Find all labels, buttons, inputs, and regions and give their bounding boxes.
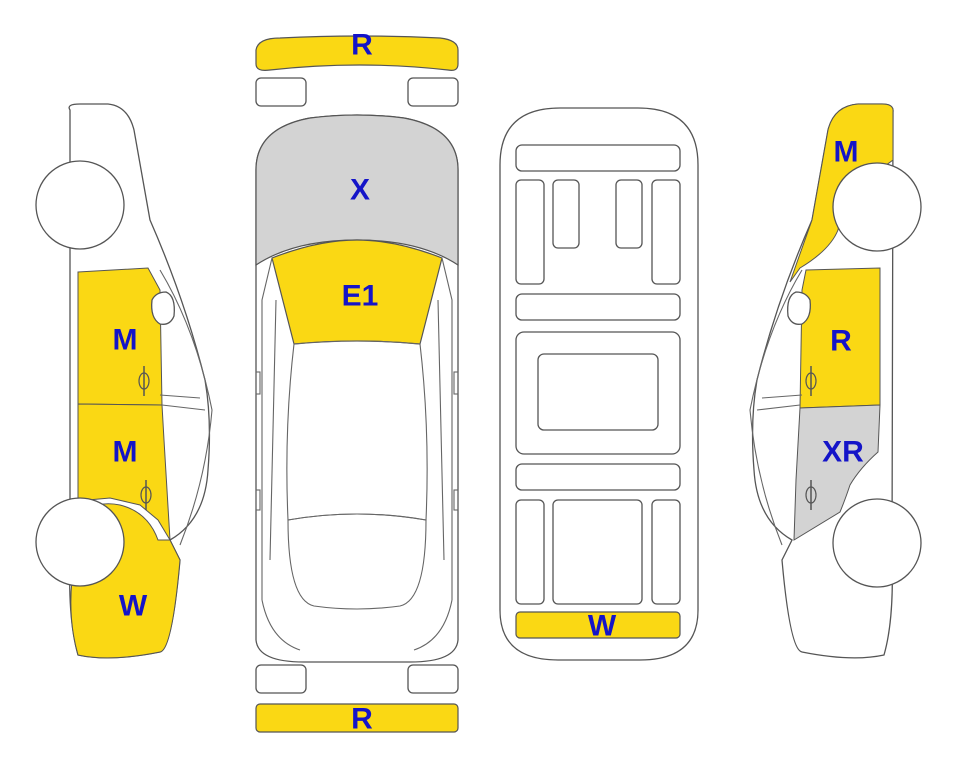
left-window-divider	[159, 394, 206, 411]
front-right-seat	[615, 179, 643, 249]
right-front-fender-label: M	[834, 136, 859, 169]
hood-panel	[255, 114, 459, 267]
center-panel	[537, 353, 659, 431]
rear-panel-label: W	[588, 610, 617, 643]
rear-panel	[515, 611, 681, 639]
right-top-mirror	[453, 371, 459, 395]
left-front-door-label: M	[113, 324, 138, 357]
right-rear-door-label: XR	[822, 436, 864, 469]
front-left-light	[255, 77, 307, 107]
hood-label: X	[350, 174, 370, 207]
right-front-door-handle	[805, 366, 817, 396]
right-side-window	[749, 269, 803, 546]
left-top-rear-handle	[255, 489, 261, 511]
rear-left-compartment	[515, 499, 545, 605]
left-side-window	[159, 269, 213, 546]
right-window-divider	[756, 394, 803, 411]
left-pillar-lines	[261, 257, 301, 651]
underbody-view: W	[499, 107, 699, 661]
right-mirror	[787, 291, 811, 325]
rear-bumper-label: R	[351, 703, 373, 736]
left-rear-wheel	[35, 497, 125, 587]
front-right-light	[407, 77, 459, 107]
front-bumper	[255, 35, 459, 71]
left-rear-door-label: M	[113, 436, 138, 469]
front-left-seat	[552, 179, 580, 249]
right-pillar-lines	[413, 257, 453, 651]
front-left-compartment	[515, 179, 545, 285]
left-rear-quarter-label: W	[119, 590, 148, 623]
right-side-view: M R XR	[749, 103, 922, 659]
left-front-wheel	[35, 160, 125, 250]
left-top-mirror	[255, 371, 261, 395]
rear-bar	[515, 463, 681, 491]
left-front-door-handle	[138, 366, 150, 396]
rear-bumper	[255, 703, 459, 733]
front-bumper-label: R	[351, 29, 373, 62]
left-mirror	[151, 291, 175, 325]
right-rear-door-handle	[805, 480, 817, 510]
left-side-view: M M W	[35, 103, 213, 659]
dash-block	[515, 144, 681, 172]
right-front-door-label: R	[830, 325, 852, 358]
left-rear-door-handle	[140, 480, 152, 510]
windshield-label: E1	[342, 280, 379, 313]
middle-bar	[515, 293, 681, 321]
right-rear-wheel	[832, 498, 922, 588]
right-rear-door-panel	[793, 404, 881, 541]
rear-right-light	[407, 664, 459, 694]
top-view: R X E1 R	[255, 29, 459, 736]
rear-right-compartment	[651, 499, 681, 605]
left-front-door-panel	[77, 267, 163, 406]
right-front-wheel	[832, 162, 922, 252]
rear-window-outline	[287, 513, 427, 610]
right-top-rear-handle	[453, 489, 459, 511]
rear-left-light	[255, 664, 307, 694]
front-right-compartment	[651, 179, 681, 285]
rear-center-compartment	[552, 499, 643, 605]
